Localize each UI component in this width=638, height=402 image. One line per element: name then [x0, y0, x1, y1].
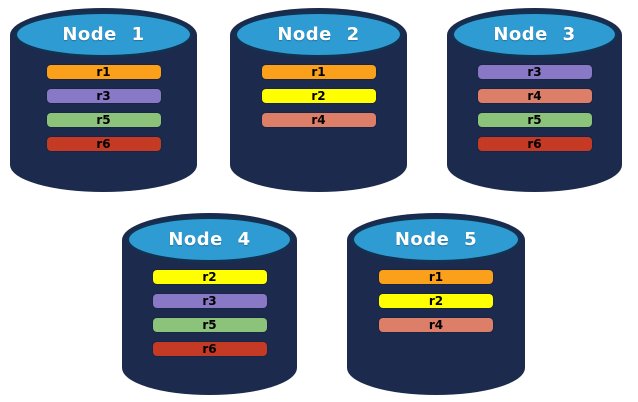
replica-label: r6	[96, 137, 111, 151]
replica-bar: r6	[477, 137, 592, 151]
replica-label: r5	[527, 113, 542, 127]
database-node: Node 4 r2 r3 r5 r6	[122, 213, 297, 395]
replica-label: r5	[96, 113, 111, 127]
database-node: Node 5 r1 r2 r4	[347, 213, 525, 395]
cylinder-top: Node 3	[451, 11, 618, 58]
database-node: Node 3 r3 r4 r5 r6	[447, 8, 622, 192]
node-label: Node 3	[493, 24, 576, 45]
replica-bar: r5	[46, 113, 161, 127]
replica-list: r1 r3 r5 r6	[10, 65, 197, 151]
replica-label: r3	[96, 89, 111, 103]
replica-bar: r1	[379, 270, 493, 284]
replica-label: r6	[202, 342, 217, 356]
cylinder-top: Node 2	[234, 11, 403, 58]
replica-label: r2	[311, 89, 326, 103]
node-label: Node 2	[277, 24, 360, 45]
replica-bar: r4	[477, 89, 592, 103]
replica-label: r4	[428, 318, 444, 332]
replica-bar: r6	[46, 137, 161, 151]
replica-list: r2 r3 r5 r6	[122, 270, 297, 356]
cylinder-top: Node 1	[14, 11, 193, 58]
replica-label: r2	[428, 294, 444, 308]
replica-bar: r4	[261, 113, 376, 127]
database-node: Node 2 r1 r2 r4	[230, 8, 407, 192]
cylinder-top: Node 5	[351, 216, 521, 263]
replica-label: r1	[311, 65, 326, 79]
replica-label: r4	[527, 89, 542, 103]
replica-bar: r2	[152, 270, 267, 284]
replica-label: r3	[527, 65, 542, 79]
replica-bar: r3	[152, 294, 267, 308]
replica-bar: r5	[477, 113, 592, 127]
database-node: Node 1 r1 r3 r5 r6	[10, 8, 197, 192]
replica-list: r1 r2 r4	[230, 65, 407, 127]
replica-bar: r3	[477, 65, 592, 79]
replica-label: r5	[202, 318, 217, 332]
cylinder-top: Node 4	[126, 216, 293, 263]
replica-bar: r6	[152, 342, 267, 356]
replica-label: r6	[527, 137, 542, 151]
replica-bar: r5	[152, 318, 267, 332]
replica-label: r2	[202, 270, 217, 284]
replica-list: r3 r4 r5 r6	[447, 65, 622, 151]
replica-bar: r3	[46, 89, 161, 103]
replica-label: r3	[202, 294, 217, 308]
replica-label: r1	[428, 270, 444, 284]
replica-list: r1 r2 r4	[347, 270, 525, 332]
replica-label: r1	[96, 65, 111, 79]
replica-label: r4	[311, 113, 326, 127]
node-label: Node 1	[62, 24, 145, 45]
node-label: Node 4	[168, 229, 251, 250]
replica-bar: r4	[379, 318, 493, 332]
replica-bar: r2	[261, 89, 376, 103]
replica-bar: r1	[46, 65, 161, 79]
replica-bar: r1	[261, 65, 376, 79]
node-label: Node 5	[394, 229, 478, 250]
replica-bar: r2	[379, 294, 493, 308]
